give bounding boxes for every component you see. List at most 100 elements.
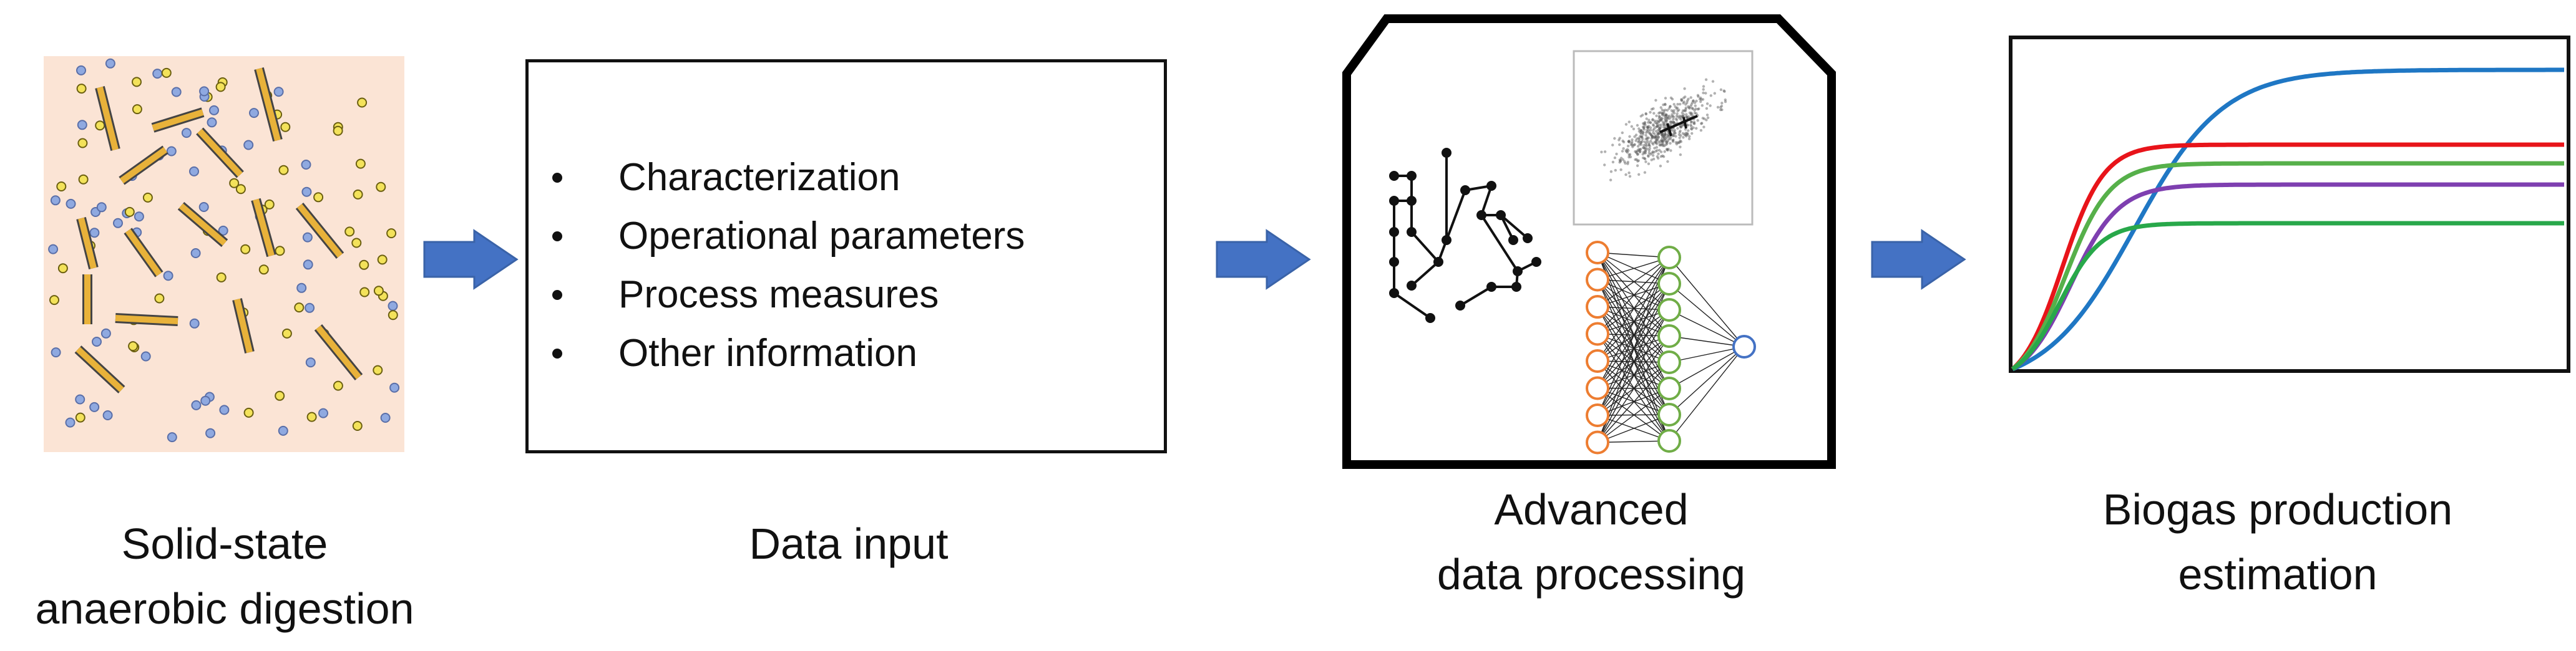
scatter-point: [1639, 132, 1643, 135]
scatter-point: [1669, 105, 1672, 108]
scatter-point: [1652, 131, 1655, 134]
particle-dot: [57, 263, 68, 274]
scatter-point: [1630, 142, 1634, 145]
scatter-point: [1665, 113, 1668, 117]
scatter-point: [1646, 125, 1649, 128]
scatter-point: [1667, 135, 1671, 138]
scatter-point: [1690, 101, 1694, 105]
scatter-point: [1639, 135, 1642, 138]
particle-dot: [373, 365, 383, 375]
scatter-point: [1678, 136, 1681, 140]
scatter-point: [1632, 143, 1636, 147]
scatter-point: [1641, 125, 1645, 128]
particle-dot: [78, 174, 89, 185]
particle-dot: [306, 412, 317, 422]
scatter-point: [1669, 120, 1672, 123]
scatter-point: [1676, 127, 1679, 130]
scatter-point: [1657, 135, 1660, 138]
scatter-point: [1678, 141, 1681, 144]
scatter-point: [1675, 142, 1679, 146]
scatter-point: [1627, 171, 1631, 175]
scatter-point: [1700, 98, 1703, 101]
scatter-point: [1659, 140, 1662, 143]
nn-input-node: [1586, 376, 1609, 400]
scatter-point: [1655, 142, 1659, 145]
tree-node: [1425, 313, 1435, 323]
scatter-point: [1671, 97, 1674, 101]
scatter-point: [1683, 133, 1686, 136]
scatter-point: [1696, 94, 1700, 97]
scatter-point: [1657, 141, 1661, 144]
scatter-point: [1656, 122, 1659, 125]
scatter-point: [1649, 140, 1652, 143]
nn-edge: [1597, 388, 1670, 443]
scatter-point: [1685, 113, 1688, 116]
scatter-point: [1644, 112, 1647, 116]
tree-node: [1442, 235, 1451, 245]
particle-dot: [89, 228, 100, 238]
scatter-point: [1709, 94, 1712, 97]
nn-hidden-node: [1657, 429, 1681, 453]
scatter-point: [1641, 137, 1644, 141]
tree-edge: [1480, 214, 1519, 272]
particle-dot: [313, 192, 324, 203]
scatter-point: [1627, 153, 1631, 157]
list-item-label: Characterization: [618, 156, 900, 199]
scatter-point: [1652, 107, 1655, 110]
scatter-point: [1657, 132, 1660, 136]
scatter-point: [1619, 168, 1622, 171]
fiber-stick: [97, 86, 119, 151]
scatter-point: [1665, 140, 1668, 144]
scatter-point: [1692, 120, 1696, 124]
scatter-point: [1621, 158, 1625, 162]
tree-edge: [1410, 261, 1440, 287]
tree-node: [1455, 301, 1465, 311]
scatter-point: [1656, 125, 1659, 128]
scatter-point: [1647, 121, 1650, 124]
scatter-point: [1684, 103, 1687, 106]
scatter-point: [1624, 149, 1627, 152]
scatter-point: [1657, 157, 1660, 160]
scatter-point: [1671, 120, 1674, 123]
scatter-point: [1661, 133, 1664, 137]
particle-dot: [77, 120, 87, 130]
scatter-point: [1651, 154, 1655, 157]
scatter-point: [1624, 123, 1628, 126]
list-item: Other information: [552, 324, 1025, 383]
particle-dot: [273, 87, 284, 97]
scatter-point: [1661, 140, 1664, 143]
scatter-point: [1635, 150, 1638, 154]
caption-advanced-processing: Advanced data processing: [1360, 477, 1822, 607]
particle-dot: [296, 282, 307, 293]
scatter-point: [1679, 124, 1682, 128]
scatter-point: [1680, 99, 1683, 102]
scatter-point: [1660, 117, 1664, 120]
scatter-point: [1664, 118, 1667, 122]
scatter-point: [1679, 140, 1683, 143]
particle-dot: [89, 402, 100, 412]
scatter-point: [1645, 117, 1648, 120]
scatter-point: [1686, 123, 1689, 127]
particle-dot: [333, 380, 343, 391]
scatter-point: [1614, 168, 1617, 172]
scatter-point: [1700, 122, 1704, 125]
scatter-point: [1649, 121, 1652, 124]
particle-dot: [240, 244, 251, 254]
nn-input-node: [1586, 349, 1609, 373]
scatter-point: [1647, 155, 1650, 158]
scatter-point: [1679, 153, 1682, 157]
scatter-point: [1680, 125, 1683, 128]
scatter-point: [1693, 101, 1697, 104]
scatter-point: [1686, 133, 1689, 137]
scatter-point: [1644, 112, 1647, 115]
scatter-point: [1701, 117, 1704, 120]
particle-dot: [216, 272, 227, 282]
fiber-stick: [115, 315, 178, 324]
scatter-point: [1664, 133, 1667, 137]
scatter-point: [1695, 99, 1698, 103]
scatter-point: [1690, 103, 1693, 106]
scatter-point: [1680, 99, 1684, 102]
list-item-label: Operational parameters: [618, 215, 1025, 258]
scatter-point: [1618, 137, 1621, 140]
scatter-point: [1657, 135, 1661, 139]
